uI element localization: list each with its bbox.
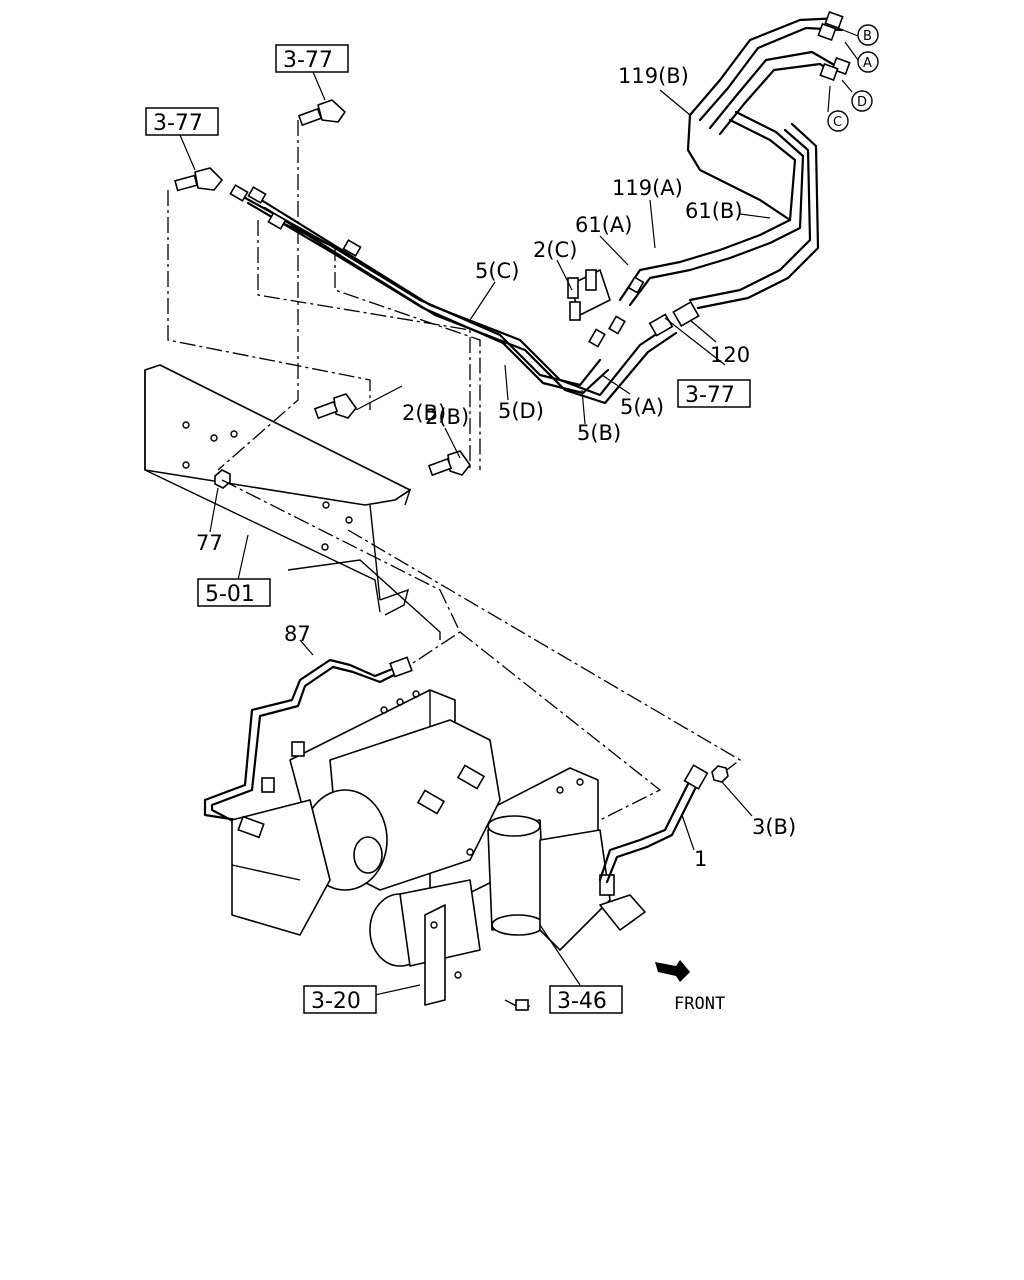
sensor-top-left bbox=[174, 167, 223, 192]
label-1: 1 bbox=[694, 847, 707, 871]
circled-d: D bbox=[857, 95, 867, 110]
frame-rail bbox=[144, 364, 441, 640]
label-5d: 5(D) bbox=[498, 399, 544, 423]
boxed-references: 3-77 3-77 3-77 5-01 3-20 3-46 bbox=[145, 44, 751, 1014]
pipe-1 bbox=[598, 764, 709, 884]
label-3b: 3(B) bbox=[752, 815, 796, 839]
circled-b: B bbox=[863, 29, 872, 44]
label-2b-lower: 2(B) bbox=[425, 405, 469, 429]
ref-3-77-left: 3-77 bbox=[153, 111, 203, 136]
pipe-fittings-upper bbox=[229, 10, 851, 348]
label-120: 120 bbox=[710, 343, 750, 367]
label-61b: 61(B) bbox=[685, 199, 743, 223]
label-119b: 119(B) bbox=[618, 64, 689, 88]
label-5c: 5(C) bbox=[475, 259, 519, 283]
sensor-2b-upper bbox=[313, 393, 357, 420]
circled-a: A bbox=[863, 56, 872, 71]
label-2b-upper: 2(B) bbox=[402, 401, 446, 425]
pipe-87 bbox=[203, 656, 413, 832]
label-119a: 119(A) bbox=[612, 176, 683, 200]
label-2c: 2(C) bbox=[533, 238, 577, 262]
front-arrow-icon bbox=[655, 960, 690, 982]
label-5a: 5(A) bbox=[620, 395, 664, 419]
ref-5-01: 5-01 bbox=[205, 582, 255, 607]
leader-lines bbox=[179, 27, 859, 996]
label-77: 77 bbox=[196, 531, 223, 555]
sensor-top-right bbox=[297, 99, 346, 127]
circled-letters: B A D C bbox=[827, 24, 879, 132]
nut-3b bbox=[711, 765, 729, 783]
circled-c: C bbox=[833, 115, 842, 130]
ref-3-46: 3-46 bbox=[557, 989, 607, 1014]
upper-pipe-bundle bbox=[238, 16, 844, 405]
ref-3-77-right: 3-77 bbox=[685, 383, 735, 408]
ref-3-77-top: 3-77 bbox=[283, 48, 333, 73]
junction-block-2c bbox=[567, 269, 611, 321]
label-61a: 61(A) bbox=[575, 213, 632, 237]
nut-77 bbox=[214, 469, 231, 489]
label-5b: 5(B) bbox=[577, 421, 621, 445]
callouts: 119(B) 119(A) 61(A) 61(B) 2(C) 5(C) 120 … bbox=[196, 64, 796, 871]
label-87: 87 bbox=[284, 622, 311, 646]
sensor-2b-lower bbox=[427, 450, 471, 477]
lower-assembly bbox=[231, 689, 646, 1011]
front-label: FRONT bbox=[674, 994, 725, 1014]
ref-3-20: 3-20 bbox=[311, 989, 361, 1014]
